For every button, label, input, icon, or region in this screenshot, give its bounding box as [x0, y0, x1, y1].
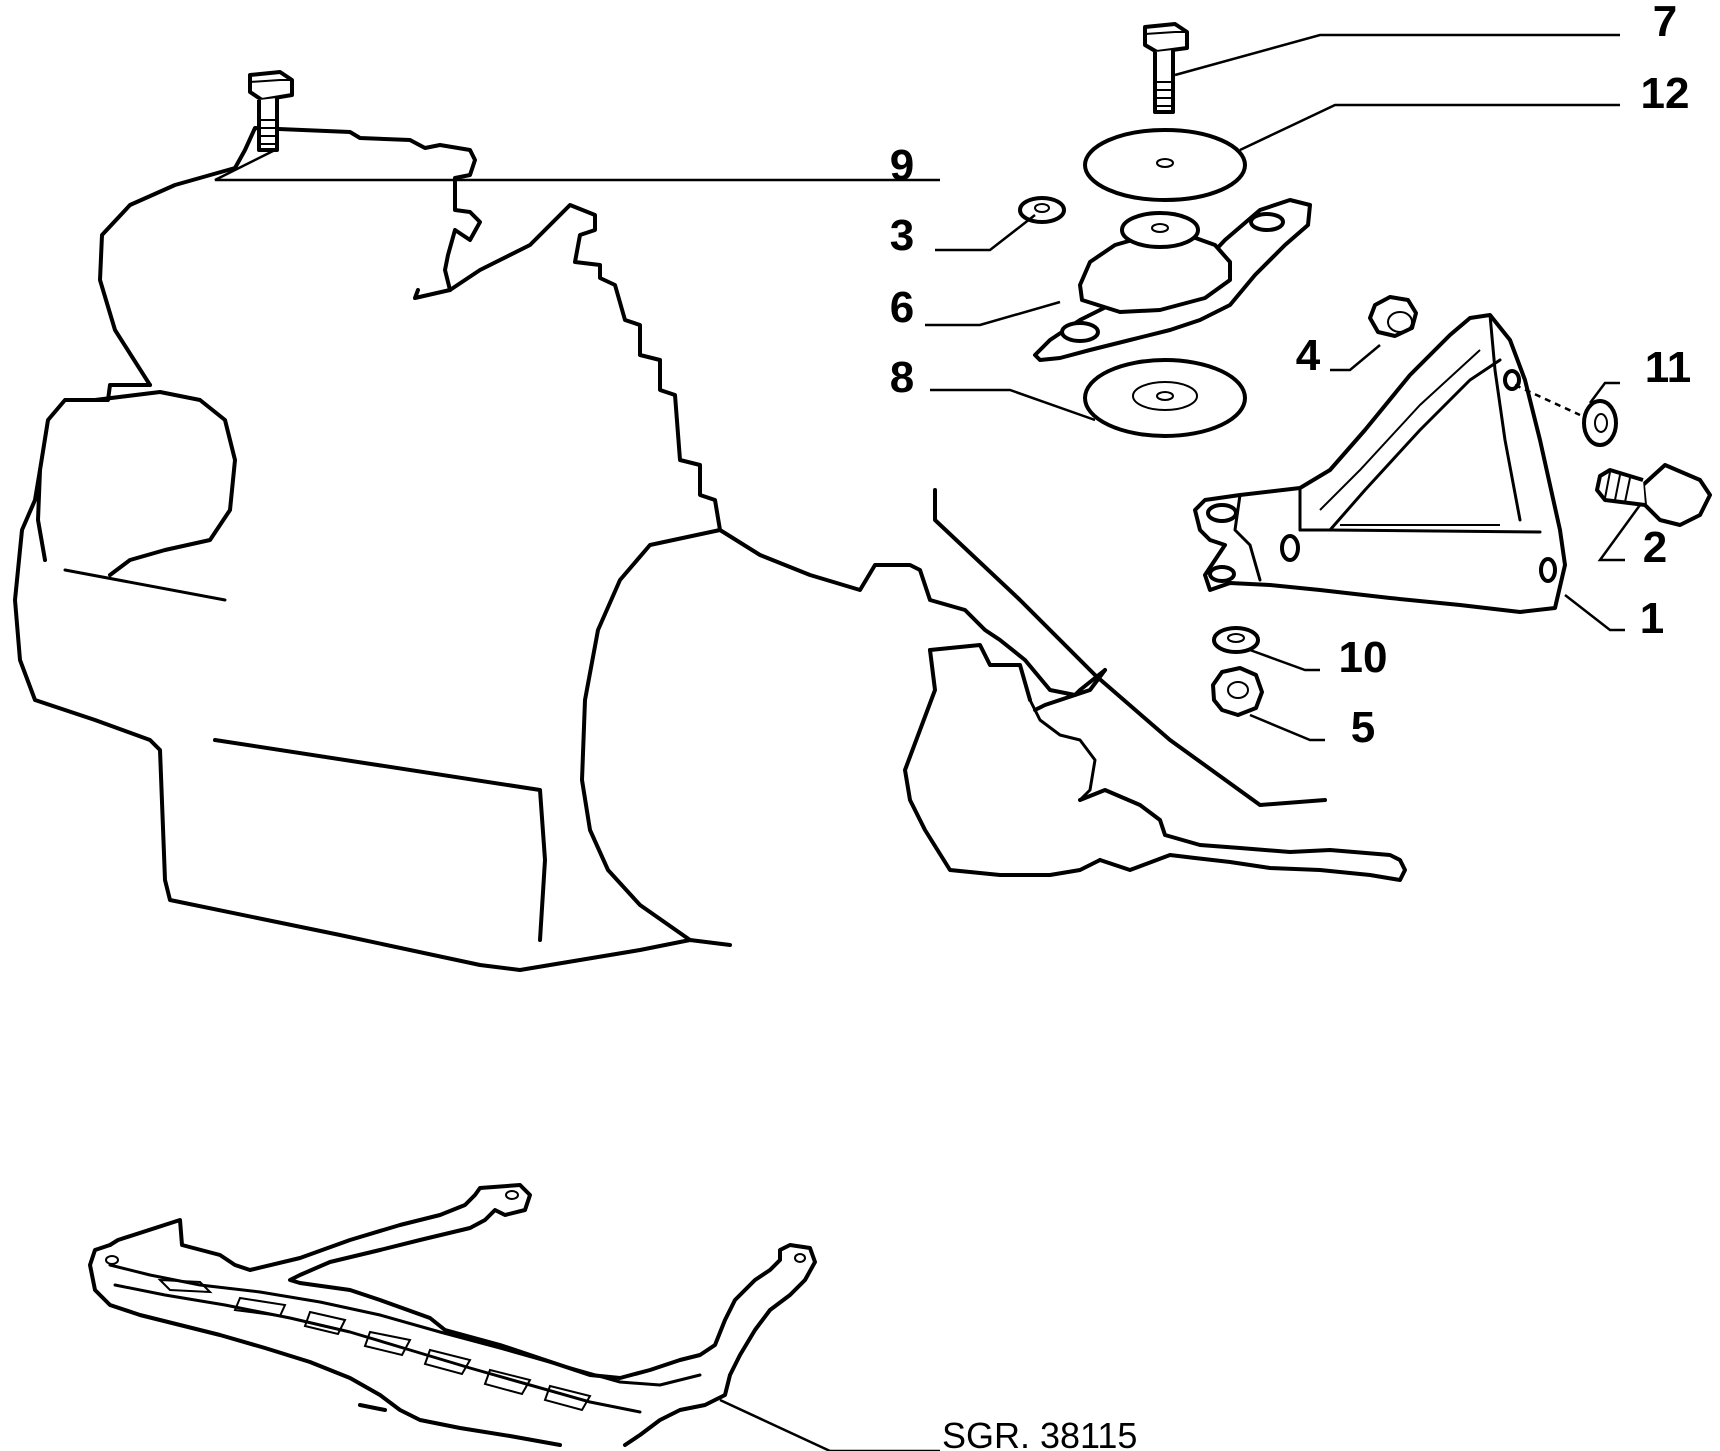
- callout-11: 11: [1645, 343, 1692, 392]
- disc-12-part: [1083, 128, 1247, 202]
- callout-6: 6: [890, 283, 914, 332]
- engine-mount-6-part: [1033, 198, 1312, 362]
- callout-5: 5: [1351, 703, 1375, 752]
- reference-leader: [719, 1398, 831, 1451]
- lock-washer-10-part: [1212, 626, 1260, 654]
- callout-8: 8: [890, 353, 914, 402]
- nut-5-part: [1211, 666, 1264, 717]
- callout-12: 12: [1641, 69, 1690, 118]
- crossmember-part: [88, 1183, 817, 1447]
- bolt-2-part: [1595, 463, 1712, 527]
- callout-3: 3: [890, 211, 914, 260]
- bracket-1-part: [1193, 313, 1567, 614]
- disc-8-part: [1083, 358, 1247, 438]
- bolt-7-part: [1143, 22, 1189, 114]
- bolt-9-part: [248, 70, 294, 152]
- callout-10: 10: [1339, 633, 1388, 682]
- washer-11-part: [1582, 399, 1618, 447]
- callout-2: 2: [1643, 523, 1667, 572]
- leader-lines: [214, 33, 1642, 742]
- washer-3-part: [1018, 196, 1066, 224]
- engine-outline: [13, 126, 1407, 972]
- callout-9: 9: [890, 141, 914, 190]
- callout-1: 1: [1640, 594, 1664, 643]
- nut-4-part: [1368, 295, 1418, 338]
- reference-label: SGR. 38115: [942, 1415, 1137, 1451]
- callout-4: 4: [1296, 331, 1321, 380]
- callout-7: 7: [1653, 0, 1677, 46]
